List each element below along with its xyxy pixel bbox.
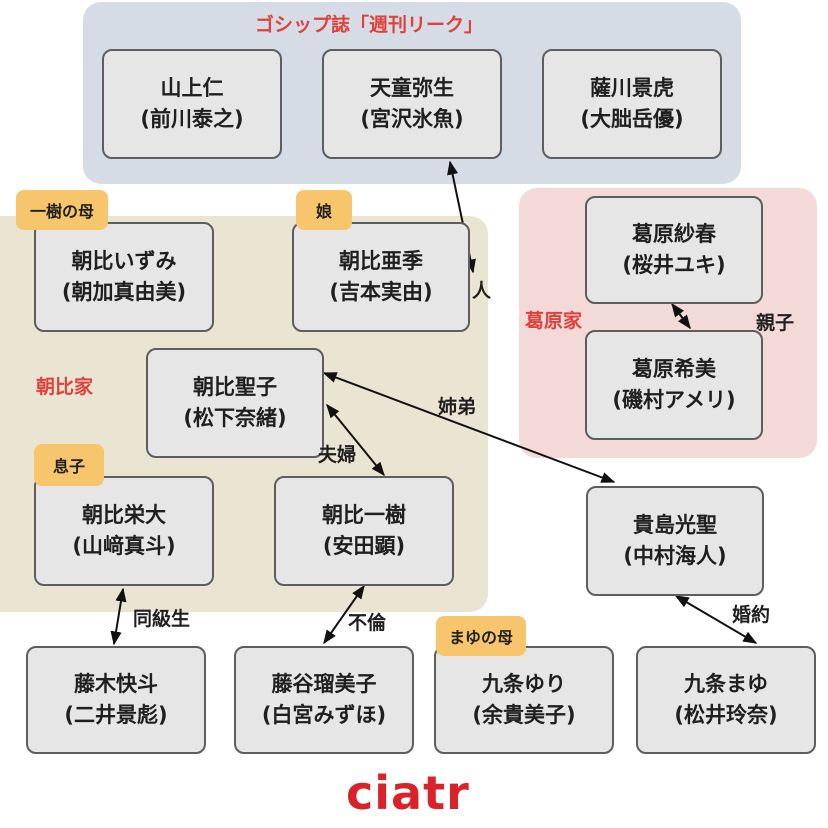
actor-name: (松井玲奈): [674, 703, 778, 727]
actor-name: (宮沢氷魚): [360, 107, 464, 131]
ciatr-logo: ciatr: [346, 766, 470, 820]
relation-label-oyako: 親子: [756, 312, 795, 334]
character-fujiki: 藤木快斗 (二井景彪): [26, 646, 206, 754]
actor-name: (朝加真由美): [61, 280, 187, 304]
character-name: 朝比聖子: [193, 374, 277, 399]
actor-name: (大朏岳優): [580, 107, 684, 131]
actor-name: (松下奈緒): [183, 406, 287, 430]
relation-label-hito: 人: [472, 280, 492, 302]
actor-name: (安田顕): [322, 534, 406, 558]
character-name: 朝比一樹: [322, 502, 406, 527]
actor-name: (磯村アメリ): [612, 388, 736, 412]
character-aki: 朝比亜季 (吉本実由): [292, 222, 470, 332]
character-kiyomi: 葛原希美 (磯村アメリ): [585, 330, 763, 440]
relation-label-fufu: 夫婦: [318, 444, 357, 466]
character-eita: 朝比栄大 (山﨑真斗): [34, 476, 214, 586]
group-label-gossip: ゴシップ誌「週刊リーク」: [255, 14, 484, 36]
character-name: 薩川景虎: [590, 75, 674, 100]
relation-label-konyaku: 婚約: [732, 604, 771, 626]
character-satsukawa: 薩川景虎 (大朏岳優): [542, 49, 722, 159]
character-fujitani: 藤谷瑠美子 (白宮みずほ): [234, 646, 414, 754]
character-yuri: 九条ゆり (余貴美子): [434, 646, 614, 754]
edge-seiko-kijima: [322, 372, 616, 483]
edge-eita-fujiki: [110, 587, 127, 646]
actor-name: (白宮みずほ): [261, 703, 387, 727]
character-name: 天童弥生: [370, 75, 454, 100]
tag-eita: 息子: [34, 444, 104, 486]
actor-name: (余貴美子): [472, 703, 576, 727]
actor-name: (山﨑真斗): [72, 534, 176, 558]
character-name: 葛原希美: [632, 356, 716, 381]
character-name: 藤谷瑠美子: [271, 671, 377, 696]
character-kazuki: 朝比一樹 (安田顕): [274, 476, 454, 586]
character-name: 朝比栄大: [82, 502, 166, 527]
character-name: 九条まゆ: [684, 671, 768, 696]
tag-izumi: 一樹の母: [16, 190, 108, 230]
character-name: 朝比いずみ: [71, 248, 177, 273]
relation-label-furin: 不倫: [348, 612, 387, 634]
character-mayu: 九条まゆ (松井玲奈): [636, 646, 816, 754]
actor-name: (二井景彪): [64, 703, 168, 727]
character-izumi: 朝比いずみ (朝加真由美): [34, 222, 214, 332]
tag-yuri: まゆの母: [436, 616, 526, 656]
character-name: 貴島光聖: [633, 512, 717, 537]
actor-name: (中村海人): [623, 544, 727, 568]
tag-aki: 娘: [296, 190, 352, 230]
actor-name: (前川泰之): [140, 107, 244, 131]
group-label-kuzuhara: 葛原家: [525, 310, 583, 332]
edge-kijima-mayu: [674, 595, 758, 644]
character-name: 朝比亜季: [339, 248, 423, 273]
character-seiko: 朝比聖子 (松下奈緒): [146, 348, 324, 458]
character-kijima: 貴島光聖 (中村海人): [586, 486, 764, 596]
character-tendo: 天童弥生 (宮沢氷魚): [322, 49, 502, 159]
edge-seiko-kazuki: [326, 403, 385, 477]
group-label-asahi: 朝比家: [36, 376, 94, 398]
edge-saharu-kiyomi: [671, 302, 691, 330]
actor-name: (吉本実由): [329, 280, 433, 304]
character-yamagami: 山上仁 (前川泰之): [102, 49, 282, 159]
character-saharu: 葛原紗春 (桜井ユキ): [585, 196, 763, 304]
character-name: 山上仁: [160, 75, 224, 100]
actor-name: (桜井ユキ): [622, 253, 726, 277]
relation-label-kyodai: 姉弟: [438, 396, 477, 418]
character-name: 葛原紗春: [632, 221, 716, 246]
character-name: 藤木快斗: [74, 671, 158, 696]
character-name: 九条ゆり: [482, 671, 566, 696]
relation-label-dokyusei: 同級生: [133, 608, 191, 630]
edge-kazuki-fujitani: [323, 584, 365, 645]
